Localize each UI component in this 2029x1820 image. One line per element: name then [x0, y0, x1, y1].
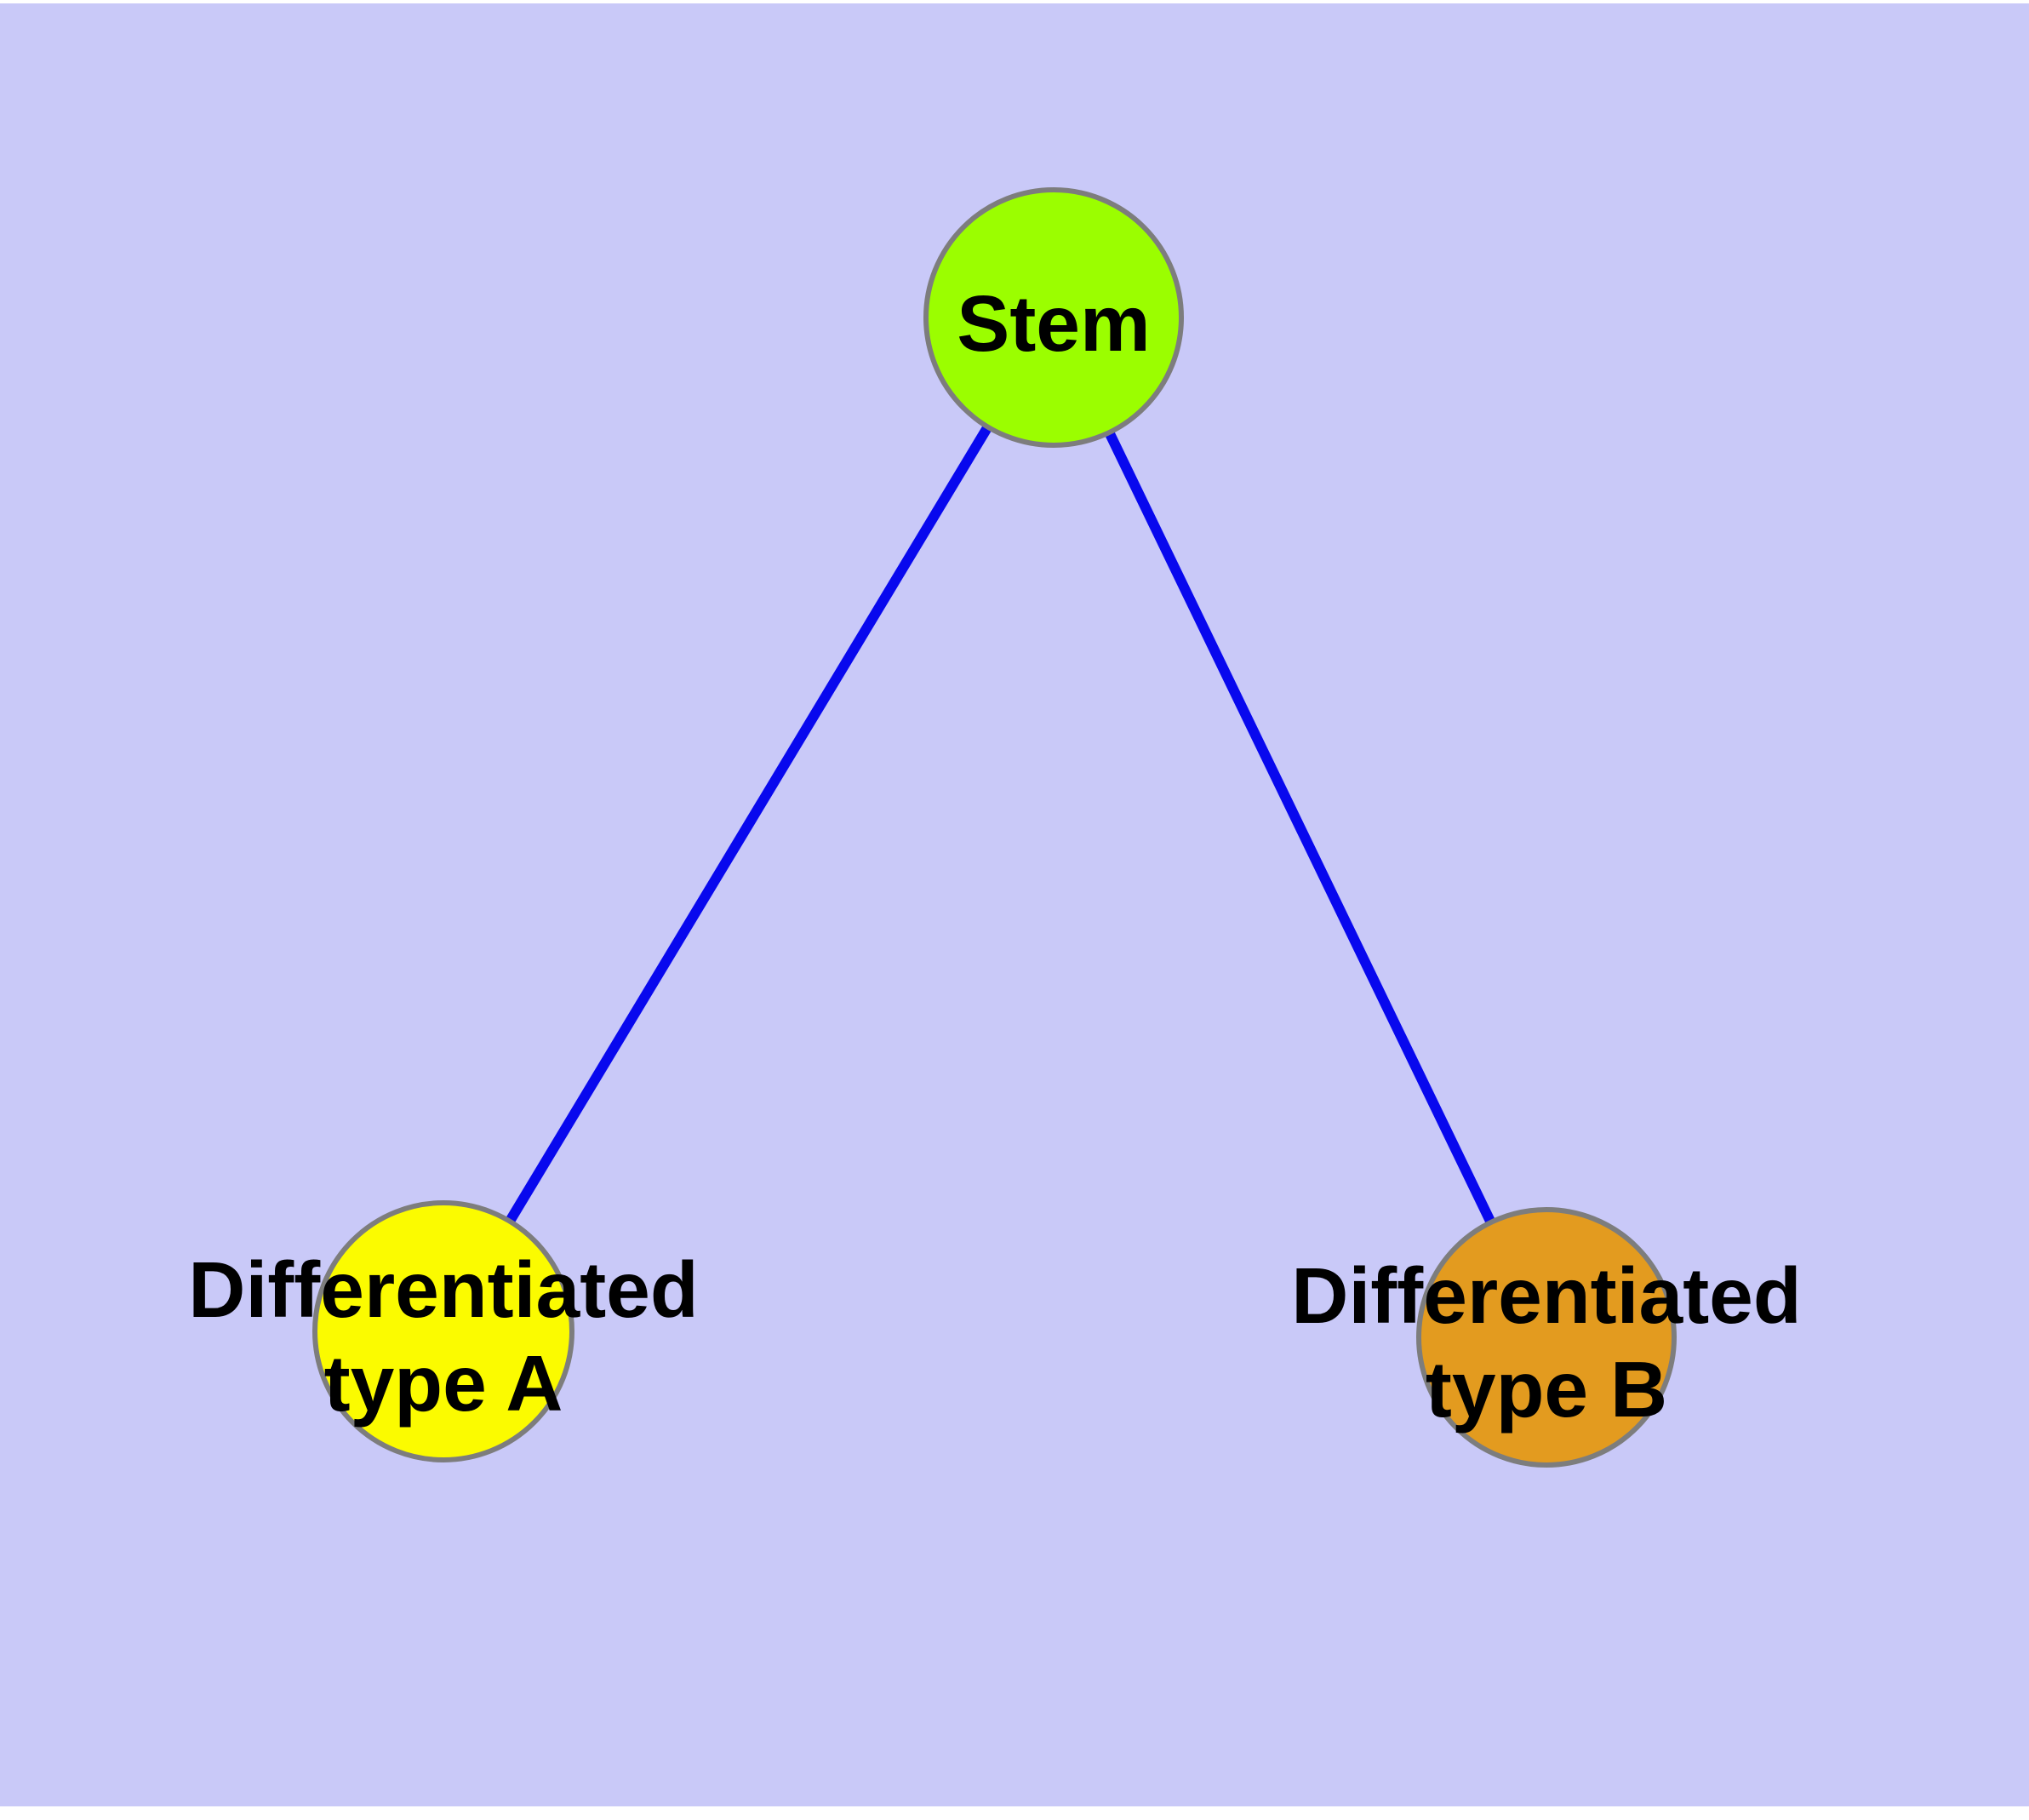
graph-svg [312, 187, 1677, 1468]
node-type-a-label-line2: type A [323, 1339, 563, 1428]
node-stem-label: Stem [957, 277, 1150, 370]
diagram-canvas: Stem Differentiated type A Differentiate… [0, 3, 2029, 1806]
edge-stem-to-type-b [1049, 312, 1552, 1342]
node-type-a-label-line1: Differentiated [188, 1245, 699, 1334]
node-stem-circle [923, 187, 1184, 448]
node-type-b-circle [1416, 1207, 1677, 1468]
node-type-b-label-line1: Differentiated [1291, 1251, 1802, 1340]
node-type-a-label: Differentiated type A [188, 1243, 698, 1430]
node-type-b-label-line2: type B [1425, 1345, 1668, 1434]
node-stem-label-line1: Stem [957, 279, 1151, 368]
edge-stem-to-type-a [438, 312, 1059, 1336]
node-type-a-circle [312, 1200, 574, 1462]
node-type-b-label: Differentiated type B [1291, 1249, 1801, 1436]
